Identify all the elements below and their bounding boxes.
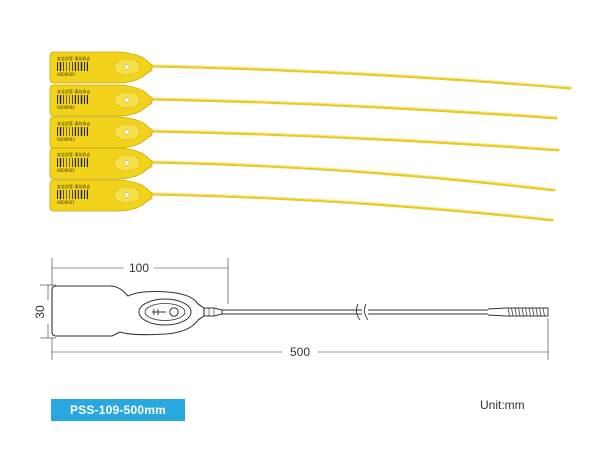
drawing-serrated-tail xyxy=(487,307,549,317)
drawing-break-mark xyxy=(355,303,369,321)
tail-tooth xyxy=(521,307,524,317)
tail-tooth xyxy=(535,307,538,317)
drawing-seal-head xyxy=(51,285,205,337)
seal-strap xyxy=(148,160,556,192)
seal-serial-number: 0000063 xyxy=(57,137,75,142)
seal-strap xyxy=(148,192,554,222)
seal-serial-number: 0000060 xyxy=(57,72,75,77)
tail-tooth xyxy=(507,307,510,317)
unit-label: Unit:mm xyxy=(480,398,525,412)
seal-2: 安全封签 请勿拆去 0000064 xyxy=(49,84,558,120)
tail-tooth xyxy=(542,307,545,317)
drawing-strap xyxy=(222,309,362,315)
drawing-lock-hole xyxy=(169,307,179,317)
seal-lock-hole xyxy=(124,97,130,103)
seal-strap xyxy=(148,64,572,90)
seal-strap-highlight xyxy=(149,97,557,118)
seal-serial-number: 0000061 xyxy=(57,200,75,205)
seal-strap xyxy=(148,97,558,120)
seal-barcode xyxy=(57,62,88,71)
model-code-badge: PSS-109-500mm xyxy=(51,399,185,421)
tail-tooth xyxy=(511,307,514,317)
seal-strap-highlight xyxy=(149,129,559,150)
seal-barcode xyxy=(57,190,88,199)
seal-tag-label: 安全封签 请勿拆去 xyxy=(57,88,90,94)
seal-4: 安全封签 请勿拆去 0000062 xyxy=(49,147,556,192)
seal-strap-highlight xyxy=(149,64,571,88)
seal-5: 安全封签 请勿拆去 0000061 xyxy=(49,179,554,222)
seal-barcode xyxy=(57,127,88,136)
seal-barcode xyxy=(57,158,88,167)
seal-serial-number: 0000062 xyxy=(57,168,75,173)
seal-3: 安全封签 请勿拆去 0000063 xyxy=(49,116,560,152)
dimension-head-height: 30 xyxy=(33,284,56,339)
dimension-label-total-length: 500 xyxy=(290,345,310,359)
seal-serial-number: 0000064 xyxy=(57,105,75,110)
dimension-label-head-height: 30 xyxy=(33,305,47,319)
seal-barcode xyxy=(57,95,88,104)
seal-tag-label: 安全封签 请勿拆去 xyxy=(57,151,90,157)
drawing-seal-oval xyxy=(138,298,192,326)
tail-tooth xyxy=(532,307,535,317)
seal-strap xyxy=(148,129,560,152)
tail-tooth xyxy=(528,307,531,317)
seal-tag-label: 安全封签 请勿拆去 xyxy=(57,120,90,126)
seal-1: 安全封签 请勿拆去 0000060 xyxy=(49,51,572,90)
seal-strap-highlight xyxy=(149,160,555,190)
seal-lock-hole xyxy=(124,160,130,166)
dimension-label-head-length: 100 xyxy=(129,261,149,275)
seal-lock-hole xyxy=(124,129,130,135)
seal-lock-hole xyxy=(124,64,130,70)
seal-strap-highlight xyxy=(149,192,553,220)
seal-tag-label: 安全封签 请勿拆去 xyxy=(57,55,90,61)
technical-drawing: 100 30 500 xyxy=(33,258,549,360)
dimension-head-length: 100 xyxy=(51,258,229,304)
dimension-total-length: 500 xyxy=(51,318,549,360)
tail-tooth xyxy=(539,307,542,317)
tail-tooth xyxy=(518,307,521,317)
seal-tag-label: 安全封签 请勿拆去 xyxy=(57,183,90,189)
tail-tooth xyxy=(514,307,517,317)
seal-lock-hole xyxy=(124,192,130,198)
tail-tooth xyxy=(525,307,528,317)
